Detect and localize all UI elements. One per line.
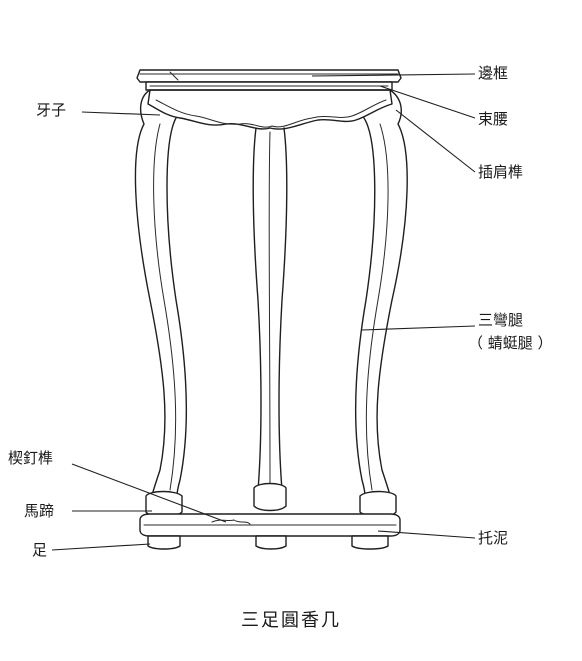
label-ma-ti: 馬蹄 [24, 502, 55, 520]
left-leg [134, 89, 188, 518]
leader-tuo-ni [377, 530, 476, 539]
label-qing-ting-tui: （ 蜻蜓腿 ） [468, 334, 553, 352]
label-san-wan-tui: 三彎腿 [478, 311, 524, 329]
leader-zu [51, 543, 151, 551]
label-tuo-ni: 托泥 [478, 529, 509, 547]
base-ring [139, 513, 401, 537]
label-shu-yao: 束腰 [478, 110, 509, 128]
top-frame [136, 69, 402, 83]
label-zu: 足 [32, 541, 48, 559]
leader-shu-yao [379, 85, 476, 119]
label-ya-zi: 牙子 [36, 101, 67, 119]
label-xie-ding-sun: 楔釘榫 [8, 449, 54, 467]
leader-bian-kuang [311, 73, 476, 77]
leader-ya-zi [81, 111, 161, 116]
waist [145, 81, 393, 91]
feet [147, 535, 389, 550]
leader-lines [51, 73, 476, 551]
apron [147, 89, 393, 130]
label-bian-kuang: 邊框 [478, 64, 509, 82]
center-leg [252, 127, 288, 512]
label-cha-jian-sun: 插肩榫 [478, 163, 524, 181]
leader-xie-ding-sun [71, 463, 227, 523]
leader-cha-jian-sun [395, 109, 476, 173]
right-leg [354, 89, 408, 518]
figure-caption: 三足圓香几 [241, 610, 341, 631]
leader-san-wan-tui [361, 325, 476, 331]
